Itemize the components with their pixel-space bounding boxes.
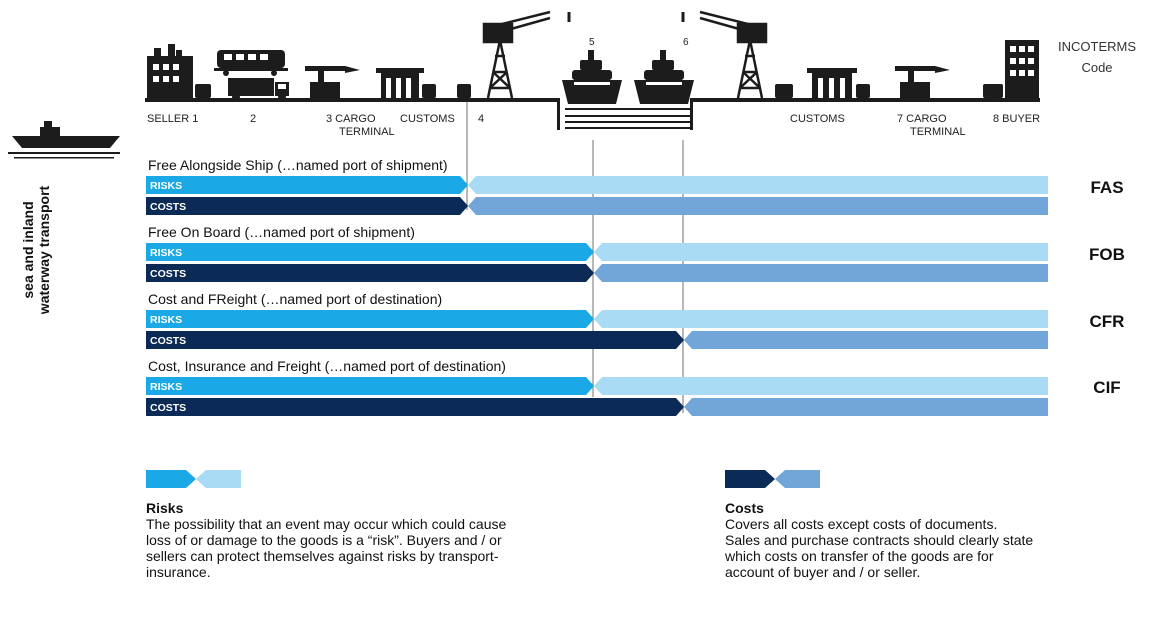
transport-mode-label: sea and inland waterway transport bbox=[20, 170, 52, 330]
customs-warehouse-icon bbox=[807, 68, 870, 98]
factory-icon bbox=[147, 44, 211, 98]
station-label-cargo-terminal-right: 7 CARGO bbox=[897, 113, 947, 125]
station-label-cargo-terminal-right-2: TERMINAL bbox=[910, 126, 966, 138]
risks-seller-bar bbox=[146, 310, 594, 328]
term-row-cif: Cost, Insurance and Freight (…named port… bbox=[146, 358, 1121, 416]
costs-label: COSTS bbox=[150, 268, 186, 280]
term-code: FAS bbox=[1090, 178, 1123, 197]
station-label-cargo-terminal-2: TERMINAL bbox=[339, 126, 395, 138]
legend-costs-text: Covers all costs except costs of documen… bbox=[725, 516, 1034, 580]
term-code: CFR bbox=[1090, 312, 1125, 331]
term-code: FOB bbox=[1089, 245, 1125, 264]
risks-label: RISKS bbox=[150, 314, 182, 326]
term-row-cfr: Cost and FReight (…named port of destina… bbox=[146, 291, 1124, 349]
term-code: CIF bbox=[1093, 378, 1120, 397]
ship-icon bbox=[562, 50, 622, 104]
cargo-terminal-icon bbox=[305, 66, 360, 98]
incoterms-header: INCOTERMS bbox=[1058, 39, 1136, 54]
station-label-5: 5 bbox=[589, 37, 595, 48]
cargo-terminal-icon bbox=[895, 66, 950, 98]
risks-buyer-bar bbox=[468, 176, 1048, 194]
costs-label: COSTS bbox=[150, 201, 186, 213]
station-label-2: 2 bbox=[250, 113, 256, 125]
risks-label: RISKS bbox=[150, 381, 182, 393]
station-label-seller: SELLER 1 bbox=[147, 113, 198, 125]
term-row-fas: Free Alongside Ship (…named port of ship… bbox=[146, 157, 1124, 215]
sea-transport-icon bbox=[8, 121, 120, 159]
costs-label: COSTS bbox=[150, 402, 186, 414]
legend-risks-text: The possibility that an event may occur … bbox=[146, 516, 507, 580]
incoterms-header-sub: Code bbox=[1081, 60, 1112, 75]
legend-costs: Costs Covers all costs except costs of d… bbox=[725, 500, 1035, 580]
station-label-buyer: 8 BUYER bbox=[993, 113, 1040, 125]
station-label-customs: CUSTOMS bbox=[400, 113, 455, 125]
station-label-cargo-terminal: 3 CARGO bbox=[326, 113, 376, 125]
risks-seller-bar bbox=[146, 243, 594, 261]
costs-seller-bar bbox=[146, 264, 594, 282]
customs-warehouse-icon bbox=[376, 68, 436, 98]
station-label-6: 6 bbox=[683, 37, 689, 48]
term-title: Free Alongside Ship (…named port of ship… bbox=[148, 157, 448, 173]
train-truck-icon bbox=[214, 50, 289, 101]
crate-icon bbox=[775, 84, 793, 98]
transport-scene bbox=[145, 98, 1040, 130]
costs-buyer-bar bbox=[684, 398, 1048, 416]
term-row-fob: Free On Board (…named port of shipment) … bbox=[146, 224, 1125, 282]
buyer-building-icon bbox=[983, 40, 1039, 98]
crane-left-icon bbox=[482, 10, 551, 99]
legend-risks-swatch bbox=[146, 470, 241, 488]
risks-label: RISKS bbox=[150, 180, 182, 192]
crane-right-icon bbox=[699, 10, 768, 99]
crate-icon bbox=[457, 84, 471, 98]
costs-seller-bar bbox=[146, 331, 684, 349]
costs-seller-bar bbox=[146, 197, 468, 215]
legend-costs-title: Costs bbox=[725, 500, 764, 516]
legend-risks: Risks The possibility that an event may … bbox=[146, 500, 516, 580]
station-label-customs-right: CUSTOMS bbox=[790, 113, 845, 125]
legend-costs-swatch bbox=[725, 470, 820, 488]
risks-buyer-bar bbox=[594, 377, 1048, 395]
transport-mode-line1: sea and inland bbox=[20, 201, 36, 299]
risks-buyer-bar bbox=[594, 243, 1048, 261]
term-title: Cost, Insurance and Freight (…named port… bbox=[148, 358, 506, 374]
station-label-4: 4 bbox=[478, 113, 484, 125]
costs-seller-bar bbox=[146, 398, 684, 416]
risks-label: RISKS bbox=[150, 247, 182, 259]
legend-risks-title: Risks bbox=[146, 500, 184, 516]
term-title: Cost and FReight (…named port of destina… bbox=[148, 291, 442, 307]
risks-buyer-bar bbox=[594, 310, 1048, 328]
costs-buyer-bar bbox=[594, 264, 1048, 282]
costs-buyer-bar bbox=[468, 197, 1048, 215]
costs-buyer-bar bbox=[684, 331, 1048, 349]
risks-seller-bar bbox=[146, 176, 468, 194]
term-title: Free On Board (…named port of shipment) bbox=[148, 224, 415, 240]
ship-icon bbox=[634, 50, 694, 104]
transport-mode-line2: waterway transport bbox=[36, 185, 52, 315]
risks-seller-bar bbox=[146, 377, 594, 395]
costs-label: COSTS bbox=[150, 335, 186, 347]
